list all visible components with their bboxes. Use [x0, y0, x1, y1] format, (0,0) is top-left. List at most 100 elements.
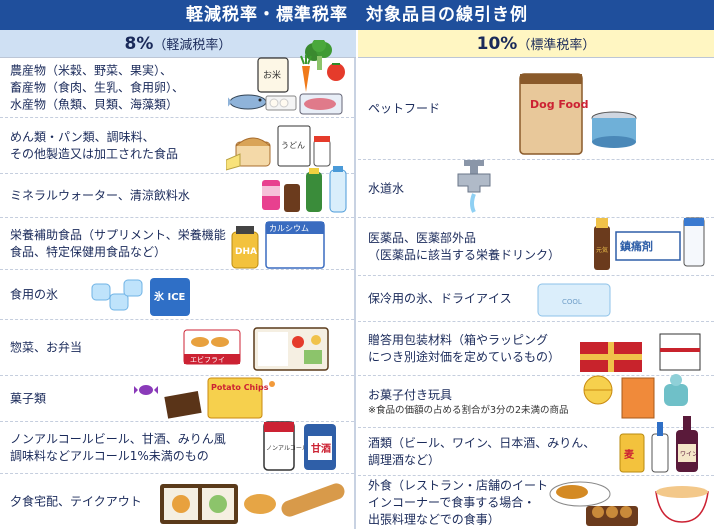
- dining-out-illustration: [549, 481, 709, 526]
- bento-box-icon: [253, 327, 329, 371]
- drinks-illustration: [262, 166, 347, 213]
- chocolate-icon: [164, 391, 202, 419]
- item-label: 夕食宅配、テイクアウト: [10, 494, 142, 508]
- dha-bottle-text: DHA: [235, 247, 257, 257]
- fresh-food-illustration: お米: [228, 40, 345, 115]
- list-item: 贈答用包装材料（箱やラッピング につき別途対価を定めているもの）: [358, 322, 714, 376]
- candy-icon: [269, 381, 275, 387]
- item-label: めん類・パン類、調味料、 その他製造又は加工された食品: [10, 129, 179, 161]
- list-item: お菓子付き玩具 ※食品の価額の占める割合が3分の2未満の商品: [358, 374, 714, 428]
- list-item: 夕食宅配、テイクアウト: [0, 474, 354, 529]
- item-label: ペットフード: [368, 101, 441, 115]
- item-label: ノンアルコールビール、甘酒、みりん風 調味料などアルコール1%未満のもの: [10, 431, 226, 463]
- pet-food-illustration: Dog Food: [519, 73, 637, 155]
- candy-icon: [134, 385, 158, 395]
- standard-rate-value: 10%: [476, 34, 518, 54]
- tea-bottle-icon: [284, 184, 300, 212]
- wrapped-present-icon: [659, 333, 701, 371]
- item-label: 水道水: [368, 181, 405, 195]
- fried-shrimp-pack-icon: [183, 329, 241, 365]
- list-item: ミネラルウォーター、清涼飲料水: [0, 166, 354, 218]
- dog-food-text: Dog Food: [530, 98, 588, 111]
- supplement-illustration: DHA カルシウム: [231, 221, 325, 269]
- juice-can-icon: [262, 180, 280, 210]
- carrot-icon: [300, 55, 312, 92]
- painkiller-box-text: 鎮痛剤: [620, 239, 653, 253]
- energy-drink-text: 元気: [596, 246, 608, 254]
- snacks-illustration: Potato Chips: [134, 377, 275, 419]
- reduced-rate-column: 農産物（米穀、野菜、果実）、 畜産物（食肉、生乳、食用卵）、 水産物（魚類、貝類…: [0, 40, 356, 529]
- processed-food-illustration: うどん: [226, 125, 331, 171]
- reduced-rate-value: 8%: [124, 34, 154, 54]
- water-bottle-icon: [329, 166, 347, 213]
- broccoli-icon: [305, 40, 332, 70]
- green-tea-bottle-icon: [306, 168, 322, 212]
- faucet-icon: [457, 160, 491, 193]
- fish-icon: [228, 94, 267, 110]
- item-label: 農産物（米穀、野菜、果実）、 畜産物（食肉、生乳、食用卵）、 水産物（魚類、貝類…: [10, 63, 185, 111]
- ice-cube-icon: [91, 279, 143, 311]
- list-item: 医薬品、医薬部外品 （医薬品に該当する栄養ドリンク） 元気 鎮痛剤: [358, 217, 714, 276]
- standard-rate-header: 10%（標準税率）: [358, 30, 714, 58]
- alcohol-illustration: 麦 ワイン: [619, 416, 698, 473]
- meat-pack-icon: [299, 93, 343, 115]
- list-item: 菓子類 Potato Chips: [0, 376, 354, 422]
- fried-shrimp-text: エビフライ: [190, 355, 225, 364]
- item-label: 外食（レストラン・店舗のイート インコーナーで食事する場合・ 出張料理などでの食…: [368, 478, 549, 526]
- wine-bottle-icon: [676, 416, 698, 472]
- tomato-icon: [327, 63, 345, 81]
- dog-food-bag-icon: [519, 73, 583, 155]
- item-label: ミネラルウォーター、清涼飲料水: [10, 188, 190, 202]
- cooling-ice-illustration: COOL: [537, 283, 611, 317]
- non-alcohol-can-icon: [263, 421, 295, 471]
- robot-toy-icon: [664, 374, 688, 406]
- seasoning-jar-icon: [313, 136, 331, 167]
- energy-drink-icon: [594, 218, 610, 270]
- butter-icon: [226, 153, 241, 171]
- ice-bag-icon: [150, 278, 190, 316]
- list-item: 食用の氷 氷 ICE: [0, 270, 354, 320]
- cat-food-can-icon: [591, 111, 637, 148]
- beer-can-text: 麦: [624, 448, 635, 461]
- takeout-illustration: [160, 483, 345, 524]
- faucet-illustration: [457, 160, 491, 213]
- list-item: 農産物（米穀、野菜、果実）、 畜産物（食肉、生乳、食用卵）、 水産物（魚類、貝類…: [0, 40, 354, 118]
- sake-bottle-icon: [651, 422, 669, 473]
- list-item: 栄養補助食品（サプリメント、栄養機能 食品、特定保健用食品など） DHA カルシ…: [0, 218, 354, 270]
- list-item: めん類・パン類、調味料、 その他製造又は加工された食品 うどん: [0, 118, 354, 174]
- standard-rate-column: ペットフード Dog Food 水道水 医薬品、医薬部外品 （医薬品に該当する栄…: [358, 58, 714, 529]
- calcium-pack-icon: [265, 221, 325, 269]
- bread-icon: [235, 137, 271, 167]
- item-label: 菓子類: [10, 391, 47, 405]
- toy-note: ※食品の価額の占める割合が3分の2未満の商品: [368, 404, 569, 416]
- ice-pack-text: COOL: [562, 298, 582, 306]
- list-item: 外食（レストラン・店舗のイート インコーナーで食事する場合・ 出張料理などでの食…: [358, 476, 714, 529]
- item-label: 惣菜、お弁当: [10, 340, 83, 354]
- ice-bag-text: 氷 ICE: [153, 290, 186, 303]
- medicine-illustration: 元気 鎮痛剤: [594, 217, 705, 270]
- amazake-can-text: 甘酒: [311, 442, 331, 455]
- item-label: お菓子付き玩具 ※食品の価額の占める割合が3分の2未満の商品: [368, 370, 608, 434]
- dha-bottle-icon: [231, 226, 259, 269]
- list-item: 保冷用の氷、ドライアイス COOL: [358, 276, 714, 322]
- bento-illustration: エビフライ: [183, 327, 329, 371]
- item-label: 医薬品、医薬部外品 （医薬品に該当する栄養ドリンク）: [368, 230, 561, 262]
- item-label: 食用の氷: [10, 287, 59, 301]
- udon-pack-text: うどん: [281, 141, 305, 150]
- baguette-icon: [281, 483, 345, 517]
- item-label: 保冷用の氷、ドライアイス: [368, 291, 512, 305]
- croissant-icon: [244, 494, 276, 514]
- delivery-meal-tray-icon: [160, 484, 238, 524]
- item-label: 酒類（ビール、ワイン、日本酒、みりん、 調理酒など）: [368, 435, 596, 467]
- potato-chips-icon: [207, 377, 263, 419]
- water-drop-icon: [470, 193, 476, 213]
- rice-bag-icon: [257, 57, 289, 93]
- toy-snack-illustration: [583, 374, 688, 419]
- reduced-rate-header: 8%（軽減税率）: [0, 30, 356, 58]
- capsule-toy-icon: [583, 375, 613, 405]
- curry-plate-icon: [549, 481, 611, 507]
- reduced-rate-label: （軽減税率）: [153, 38, 232, 53]
- gift-wrap-illustration: [580, 333, 701, 372]
- wine-bottle-text: ワイン: [680, 451, 698, 458]
- list-item: ノンアルコールビール、甘酒、みりん風 調味料などアルコール1%未満のもの ノンア…: [0, 421, 354, 474]
